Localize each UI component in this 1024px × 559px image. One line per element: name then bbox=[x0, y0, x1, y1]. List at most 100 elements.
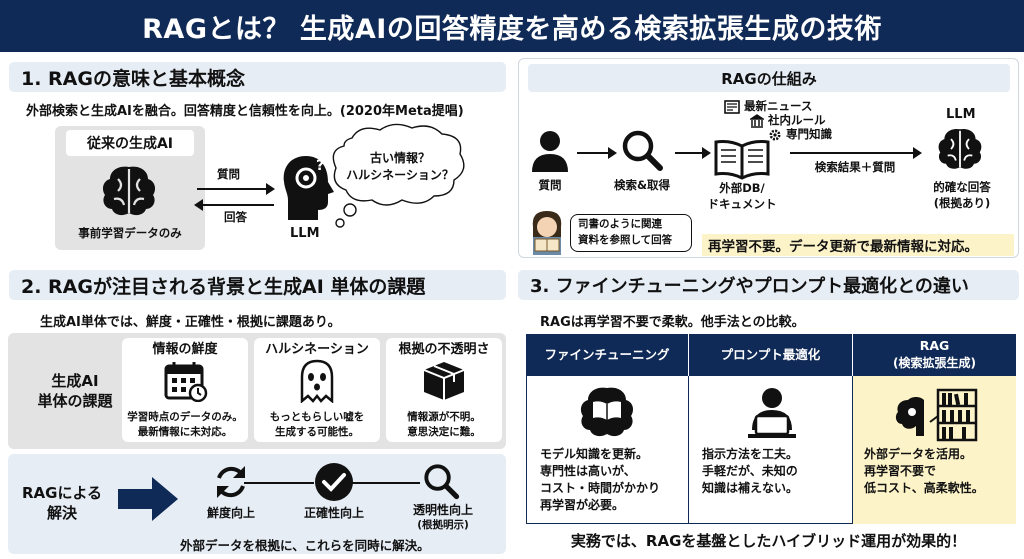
issue-desc-line: もっともらしい嘘を bbox=[269, 411, 365, 423]
mech-footer: 再学習不要。データ更新で最新情報に対応。 bbox=[702, 234, 1014, 256]
issue-title: 情報の鮮度 bbox=[152, 342, 218, 357]
column-header: RAG bbox=[919, 338, 950, 353]
column-header: ファインチューニング bbox=[544, 347, 670, 362]
gear-icon bbox=[768, 128, 782, 142]
mech-question-label: 質問 bbox=[538, 178, 562, 192]
section3-heading: 3. ファインチューニングやプロンプト最適化との違い bbox=[518, 270, 1019, 300]
source-expertise: 専門知識 bbox=[786, 127, 832, 141]
mech-flow-label: 検索結果＋質問 bbox=[814, 160, 896, 174]
source-rules: 社内ルール bbox=[768, 113, 826, 127]
column-desc-line: 低コスト、高柔軟性。 bbox=[864, 481, 984, 495]
arrow-head-icon bbox=[266, 183, 275, 195]
librarian-icon bbox=[527, 207, 567, 255]
laptop-user-icon bbox=[742, 386, 802, 440]
section1-heading: 1. RAGの意味と基本概念 bbox=[9, 62, 506, 92]
legacy-ai-caption: 事前学習データのみ bbox=[78, 226, 182, 240]
section2-subtitle: 生成AI単体では、鮮度・正確性・根拠に課題あり。 bbox=[40, 315, 341, 330]
arrow-head-icon bbox=[194, 199, 203, 211]
search-icon bbox=[620, 128, 664, 172]
librarian-line-2: 資料を参照して回答 bbox=[578, 234, 673, 246]
mechanism-heading: RAGの仕組み bbox=[528, 64, 1010, 92]
mech-search-label: 検索&取得 bbox=[613, 178, 671, 192]
refresh-icon bbox=[211, 462, 251, 502]
svg-text:?: ? bbox=[316, 158, 324, 174]
source-news: 最新ニュース bbox=[744, 99, 813, 113]
solution-label-line-1: RAGによる bbox=[21, 484, 103, 502]
comparison-header-row bbox=[526, 334, 1016, 376]
rag-column-highlight bbox=[853, 376, 1016, 524]
benefit-label: 正確性向上 bbox=[303, 506, 364, 520]
benefit-connector bbox=[244, 482, 314, 484]
brain-book-icon bbox=[576, 384, 638, 440]
section2-heading: 2. RAGが注目される背景と生成AI 単体の課題 bbox=[9, 270, 506, 300]
ghost-icon bbox=[298, 359, 336, 403]
column-header: プロンプト最適化 bbox=[720, 347, 821, 362]
column-desc-line: コスト・時間がかかり bbox=[540, 481, 661, 495]
issue-label-line-2: 単体の課題 bbox=[37, 392, 113, 410]
issue-title: ハルシネーション bbox=[265, 342, 369, 357]
mechanism-panel bbox=[518, 58, 1019, 258]
page-title: RAGとは？ 生成AIの回答精度を高める検索拡張生成の技術 bbox=[0, 0, 1024, 52]
solution-arrow-icon bbox=[118, 475, 180, 523]
issue-desc-line: 生成する可能性。 bbox=[275, 426, 359, 438]
arrow-head-icon bbox=[702, 147, 711, 159]
question-arrow bbox=[197, 188, 269, 190]
column-desc-line: 再学習が必要。 bbox=[540, 498, 625, 512]
mech-llm-label: LLM bbox=[946, 107, 976, 122]
benefit-label: (根拠明示) bbox=[417, 519, 469, 531]
column-desc-line: 外部データを活用。 bbox=[864, 447, 973, 461]
issue-desc-line: 最新情報に未対応。 bbox=[137, 426, 233, 438]
issue-title: 根拠の不透明さ bbox=[398, 342, 490, 357]
calendar-icon bbox=[164, 360, 208, 402]
column-header: (検索拡張生成) bbox=[893, 356, 976, 370]
column-desc-line: 知識は補えない。 bbox=[702, 481, 799, 495]
llm-label: LLM bbox=[290, 226, 320, 241]
mech-answer-line-1: 的確な回答 bbox=[933, 180, 991, 194]
brain-bookshelf-icon bbox=[892, 386, 978, 442]
flow-arrow bbox=[790, 152, 916, 154]
column-desc-line: モデル知識を更新。 bbox=[540, 447, 649, 461]
librarian-line-1: 司書のように関連 bbox=[578, 218, 662, 230]
mech-answer-line-2: (根拠あり) bbox=[933, 196, 991, 210]
solution-label-line-2: 解決 bbox=[46, 504, 77, 522]
news-icon bbox=[724, 100, 740, 114]
search-icon bbox=[422, 462, 460, 500]
book-icon bbox=[712, 138, 772, 180]
column-divider bbox=[688, 376, 690, 524]
solution-panel bbox=[8, 454, 506, 554]
thought-line-2: ハルシネーション？ bbox=[346, 168, 454, 182]
flow-arrow bbox=[577, 152, 611, 154]
arrow-question-label: 質問 bbox=[217, 167, 240, 181]
section1-subtitle: 外部検索と生成AIを融合。回答精度と信頼性を向上。(2020年Meta提唱) bbox=[26, 104, 464, 119]
librarian-bubble bbox=[570, 214, 692, 252]
user-icon bbox=[530, 130, 570, 172]
benefit-label: 鮮度向上 bbox=[206, 506, 255, 520]
arrow-head-icon bbox=[913, 147, 922, 159]
arrow-answer-label: 回答 bbox=[224, 210, 247, 224]
column-desc-line: 専門性は高いが、 bbox=[540, 464, 636, 478]
arrow-head-icon bbox=[608, 147, 617, 159]
brain-icon bbox=[98, 163, 160, 219]
issue-label-line-1: 生成AI bbox=[51, 372, 99, 390]
column-desc-line: 指示方法を工夫。 bbox=[702, 447, 799, 461]
benefit-label: 透明性向上 bbox=[412, 503, 473, 517]
flow-arrow bbox=[675, 152, 705, 154]
issue-desc-line: 意思決定に難。 bbox=[407, 426, 481, 438]
box-icon bbox=[422, 360, 466, 402]
mech-db-line-2: ドキュメント bbox=[707, 197, 777, 211]
llm-head-icon: ? bbox=[278, 152, 340, 222]
check-circle-icon bbox=[314, 462, 354, 502]
column-desc-line: 手軽だが、未知の bbox=[702, 464, 798, 478]
issue-desc-line: 学習時点のデータのみ。 bbox=[127, 411, 243, 423]
thought-line-1: 古い情報？ bbox=[369, 151, 430, 165]
section3-footer: 実務では、RAGを基盤としたハイブリッド運用が効果的！ bbox=[570, 532, 967, 550]
building-icon bbox=[750, 114, 764, 128]
brain-icon bbox=[934, 126, 986, 172]
issue-desc-line: 情報源が不明。 bbox=[407, 411, 481, 423]
mech-db-line-1: 外部DB/ bbox=[719, 181, 765, 195]
thought-cloud bbox=[330, 120, 470, 230]
section2-footer: 外部データを根拠に、これらを同時に解決。 bbox=[180, 538, 430, 553]
legacy-ai-label: 従来の生成AI bbox=[66, 130, 194, 156]
benefit-connector bbox=[350, 482, 420, 484]
column-desc-line: 再学習不要で bbox=[864, 464, 937, 478]
